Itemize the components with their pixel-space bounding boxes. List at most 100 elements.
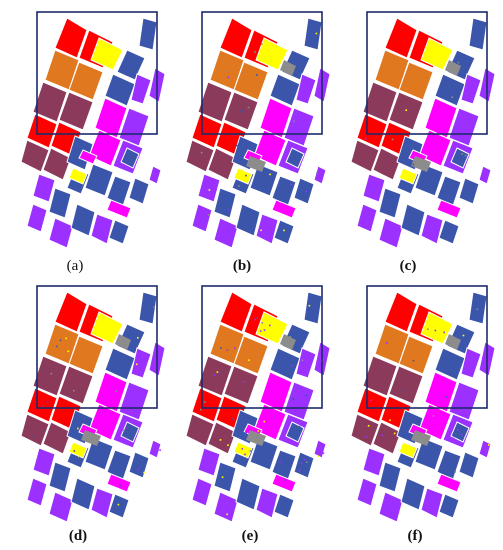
parcel-purple — [295, 347, 317, 379]
noise-speckle — [445, 396, 448, 398]
panel-a — [15, 8, 185, 248]
parcel-purple — [255, 213, 279, 245]
noise-speckle — [240, 169, 243, 171]
noise-speckle — [153, 306, 155, 309]
noise-speckle — [263, 420, 266, 423]
noise-speckle — [254, 51, 256, 53]
noise-speckle — [236, 144, 238, 147]
parcel-maroon — [185, 139, 215, 173]
region-box — [366, 285, 488, 409]
noise-speckle — [73, 450, 76, 452]
parcel-purple — [32, 173, 56, 203]
parcel-blue — [138, 291, 158, 325]
panel-b — [180, 8, 350, 248]
noise-speckle — [453, 435, 455, 438]
parcel-purple — [26, 203, 48, 233]
parcel-blue — [213, 461, 237, 493]
parcel-purple — [295, 73, 317, 105]
noise-speckle — [227, 209, 230, 211]
parcel-purple — [191, 203, 213, 233]
parcel-maroon — [20, 413, 50, 447]
noise-speckle — [269, 173, 271, 176]
noise-speckle — [472, 85, 475, 87]
parcel-blue — [70, 477, 96, 511]
parcel-blue — [468, 17, 488, 51]
parcel-maroon — [350, 139, 380, 173]
noise-speckle — [279, 461, 281, 463]
parcel-purple — [378, 491, 404, 522]
noise-speckle — [226, 513, 228, 516]
parcel-blue — [458, 177, 480, 205]
noise-speckle — [262, 50, 265, 52]
parcel-magenta — [271, 473, 297, 493]
parcel-purple — [213, 217, 239, 248]
parcel-purple — [460, 347, 482, 379]
caption-f: (f) — [407, 528, 423, 544]
parcel-purple — [90, 213, 114, 245]
noise-speckle — [292, 398, 295, 401]
noise-speckle — [203, 401, 206, 403]
parcel-purple — [130, 73, 152, 105]
noise-speckle — [106, 508, 108, 511]
parcel-red — [26, 387, 58, 423]
noise-speckle — [290, 364, 293, 367]
parcel-purple — [213, 491, 239, 522]
noise-speckle — [412, 163, 415, 166]
noise-speckle — [200, 151, 203, 154]
parcel-purple — [460, 73, 482, 105]
noise-speckle — [257, 176, 260, 179]
parcel-blue — [104, 73, 136, 107]
parcel-yellow — [90, 311, 124, 345]
parcel-purple — [362, 173, 386, 203]
noise-speckle — [369, 455, 371, 457]
parcel-blue — [213, 187, 237, 219]
noise-speckle — [427, 328, 429, 330]
noise-speckle — [488, 444, 490, 446]
noise-speckle — [461, 153, 463, 155]
noise-speckle — [205, 460, 208, 463]
noise-speckle — [260, 229, 262, 232]
noise-speckle — [461, 436, 463, 439]
parcel-yellow — [398, 441, 418, 459]
noise-speckle — [257, 430, 260, 432]
parcel-maroon — [388, 365, 424, 405]
parcel-purple — [420, 487, 444, 519]
parcel-blue — [70, 203, 96, 237]
noise-speckle — [32, 435, 34, 438]
noise-speckle — [292, 397, 294, 399]
noise-speckle — [42, 405, 45, 407]
parcel-orange — [68, 61, 104, 101]
panel-c — [345, 8, 503, 248]
noise-speckle — [247, 106, 250, 109]
noise-speckle — [434, 329, 437, 332]
noise-speckle — [391, 138, 394, 141]
noise-speckle — [308, 304, 311, 307]
parcel-blue — [303, 17, 323, 51]
region-box — [201, 285, 323, 409]
parcel-magenta — [436, 199, 462, 219]
noise-speckle — [143, 471, 145, 474]
parcel-blue — [400, 477, 426, 511]
parcel-maroon — [372, 147, 402, 181]
parcel-blue — [269, 73, 301, 107]
noise-speckle — [243, 432, 246, 434]
noise-speckle — [293, 120, 295, 123]
parcel-purple — [313, 165, 327, 185]
parcel-blue — [378, 461, 402, 493]
noise-speckle — [301, 359, 304, 361]
parcel-blue — [293, 451, 315, 479]
parcel-blue — [434, 73, 466, 107]
noise-speckle — [488, 91, 490, 93]
parcel-purple — [255, 487, 279, 519]
noise-speckle — [402, 388, 405, 391]
parcel-magenta — [436, 473, 462, 493]
parcel-blue — [434, 347, 466, 381]
parcel-maroon — [58, 91, 94, 131]
misclassified-patch — [445, 60, 461, 76]
parcel-orange — [233, 61, 269, 101]
parcel-red — [384, 291, 418, 333]
parcel-maroon — [207, 421, 237, 455]
noise-speckle — [248, 359, 250, 361]
noise-speckle — [59, 339, 62, 342]
parcel-blue — [128, 177, 150, 205]
